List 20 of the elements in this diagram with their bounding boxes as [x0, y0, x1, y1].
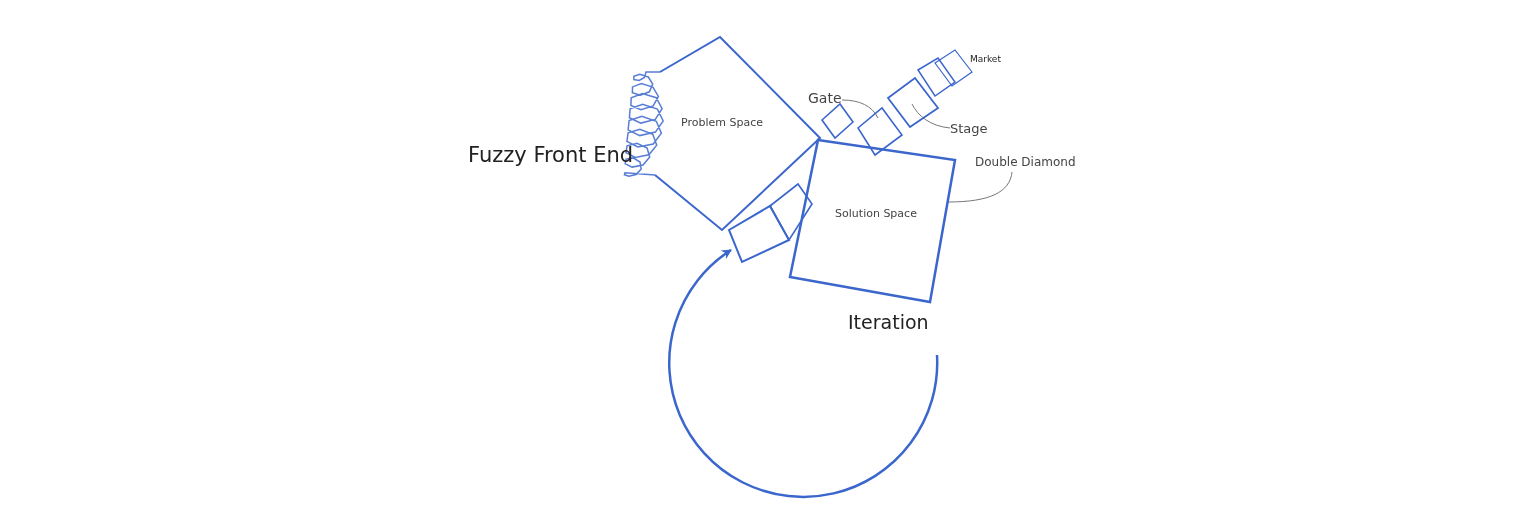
leader-line [947, 171, 1013, 203]
stage-box [822, 104, 853, 138]
leader-line [911, 103, 951, 129]
callout-text: Gate [808, 90, 842, 106]
annotation-text: Market [970, 54, 1001, 64]
space-label: Solution Space [835, 207, 917, 220]
callout-text: Double Diamond [975, 155, 1076, 169]
stage-box [770, 184, 812, 240]
stage-box [918, 58, 955, 96]
annotation-text: Iteration [848, 311, 929, 333]
solution-space-box [790, 140, 955, 302]
stage-box [935, 50, 972, 86]
stage-box [888, 78, 938, 127]
arrow [668, 249, 939, 498]
space-label: Problem Space [681, 116, 763, 129]
stage-box [858, 108, 902, 155]
callout-text: Stage [950, 121, 988, 136]
stage-box [729, 206, 789, 262]
leader-line [841, 99, 879, 119]
annotation-text: Fuzzy Front End [468, 143, 634, 167]
